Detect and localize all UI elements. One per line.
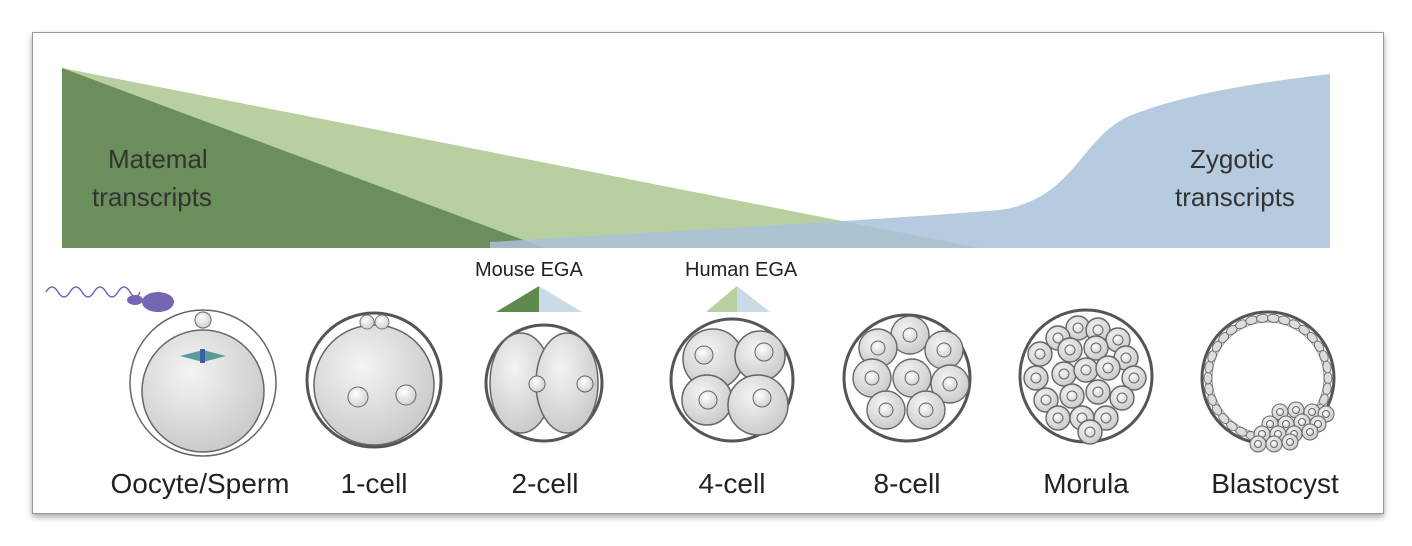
mouse-ega-marker-right xyxy=(539,286,582,312)
stage-label-1-cell: 1-cell xyxy=(341,468,408,499)
stage-label-2-cell: 2-cell xyxy=(512,468,579,499)
nucleus xyxy=(1128,372,1140,384)
nucleus xyxy=(1314,420,1322,428)
pronucleus xyxy=(347,386,369,408)
nucleus xyxy=(1286,438,1294,446)
trophectoderm-cell xyxy=(1203,371,1213,385)
nucleus xyxy=(694,345,714,365)
nucleus xyxy=(870,340,886,356)
nucleus xyxy=(1052,332,1064,344)
nucleus xyxy=(698,390,718,410)
zygote xyxy=(313,324,435,446)
nucleus xyxy=(1270,440,1278,448)
nucleus xyxy=(904,370,920,386)
nucleus xyxy=(1064,344,1076,356)
maternal-label-line2: transcripts xyxy=(92,182,212,212)
nucleus xyxy=(1100,412,1112,424)
morula-embryo xyxy=(1018,308,1154,445)
nucleus xyxy=(1308,408,1316,416)
maternal-dark-area xyxy=(62,68,545,248)
nucleus xyxy=(1066,390,1078,402)
zygotic-label-line2: transcripts xyxy=(1175,182,1295,212)
human-ega-marker-left xyxy=(706,286,737,312)
nucleus xyxy=(1084,426,1096,438)
nucleus xyxy=(752,388,772,408)
nucleus xyxy=(1080,364,1092,376)
nucleus xyxy=(918,402,934,418)
stage-label-8-cell: 8-cell xyxy=(874,468,941,499)
human-ega-label: Human EGA xyxy=(685,259,798,281)
nucleus xyxy=(878,402,894,418)
sperm-tail xyxy=(45,286,141,298)
polar-body xyxy=(359,314,375,330)
trophectoderm-cell xyxy=(1323,371,1333,385)
nucleus xyxy=(864,370,880,386)
nucleus xyxy=(1092,324,1104,336)
pronucleus xyxy=(395,384,417,406)
one-cell-embryo xyxy=(305,311,443,449)
nucleus xyxy=(902,327,918,343)
nucleus xyxy=(1282,420,1290,428)
nucleus xyxy=(528,375,546,393)
polar-body xyxy=(374,314,390,330)
nucleus xyxy=(942,376,958,392)
stage-label-oocyte-sperm: Oocyte/Sperm xyxy=(111,468,290,499)
nucleus xyxy=(1052,412,1064,424)
nucleus xyxy=(1030,372,1042,384)
mouse-ega-marker-left xyxy=(496,286,539,312)
stage-label-blastocyst: Blastocyst xyxy=(1211,468,1339,499)
zygotic-label-line1: Zygotic xyxy=(1190,144,1274,174)
oocyte-sperm-illustration xyxy=(45,286,277,457)
nucleus xyxy=(1040,394,1052,406)
nucleus xyxy=(754,342,774,362)
human-ega-marker-right xyxy=(737,286,770,312)
nucleus xyxy=(1058,368,1070,380)
nucleus xyxy=(1092,386,1104,398)
sperm-head xyxy=(142,292,174,312)
eight-cell-embryo xyxy=(842,313,972,443)
nucleus xyxy=(1292,406,1300,414)
nucleus xyxy=(1102,362,1114,374)
nucleus xyxy=(1266,420,1274,428)
blastocyst-embryo xyxy=(1200,310,1336,453)
two-cell-embryo xyxy=(484,323,604,443)
oocyte-cytoplasm xyxy=(141,329,265,453)
spindle-chromosomes xyxy=(200,349,205,363)
nucleus xyxy=(1072,322,1084,334)
nucleus xyxy=(1306,428,1314,436)
nucleus xyxy=(1276,408,1284,416)
nucleus xyxy=(1120,352,1132,364)
nucleus xyxy=(1034,348,1046,360)
maternal-label-line1: Matemal xyxy=(108,144,208,174)
nucleus xyxy=(1090,342,1102,354)
stage-labels: Oocyte/Sperm 1-cell 2-cell 4-cell 8-cell… xyxy=(111,468,1339,499)
sperm-midpiece xyxy=(127,295,143,305)
mouse-ega-label: Mouse EGA xyxy=(475,259,583,281)
transcript-plot: Matemal transcripts Zygotic transcripts xyxy=(62,68,1330,248)
nucleus xyxy=(936,342,952,358)
zygotic-area xyxy=(490,74,1330,248)
four-cell-embryo xyxy=(669,317,795,443)
stage-label-4-cell: 4-cell xyxy=(699,468,766,499)
nucleus xyxy=(576,375,594,393)
ega-markers: Mouse EGA Human EGA xyxy=(475,259,798,312)
nucleus xyxy=(1254,440,1262,448)
stage-label-morula: Morula xyxy=(1043,468,1129,499)
trophectoderm-cell xyxy=(1322,360,1332,374)
nucleus xyxy=(1116,392,1128,404)
polar-body xyxy=(194,311,212,329)
nucleus xyxy=(1112,334,1124,346)
nucleus xyxy=(1322,410,1330,418)
nucleus xyxy=(1298,418,1306,426)
